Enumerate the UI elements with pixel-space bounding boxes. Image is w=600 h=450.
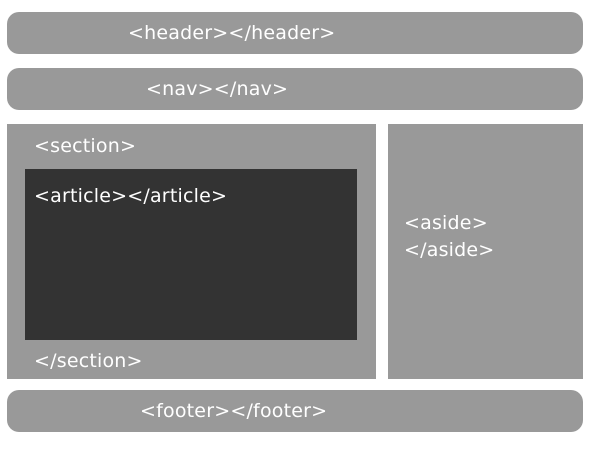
header-label: <header></header> [128, 22, 336, 44]
nav-label: <nav></nav> [146, 78, 289, 100]
article-block: <article></article> [25, 169, 357, 340]
header-block: <header></header> [7, 12, 583, 54]
aside-close-label: </aside> [404, 239, 495, 261]
aside-block: <aside> </aside> [388, 124, 583, 379]
section-close-label: </section> [34, 350, 143, 372]
section-block: <section> <article></article> </section> [7, 124, 376, 379]
nav-block: <nav></nav> [7, 68, 583, 110]
aside-open-label: <aside> [404, 212, 488, 234]
article-label: <article></article> [34, 185, 228, 207]
footer-block: <footer></footer> [7, 390, 583, 432]
footer-label: <footer></footer> [140, 400, 328, 422]
section-open-label: <section> [34, 135, 137, 157]
